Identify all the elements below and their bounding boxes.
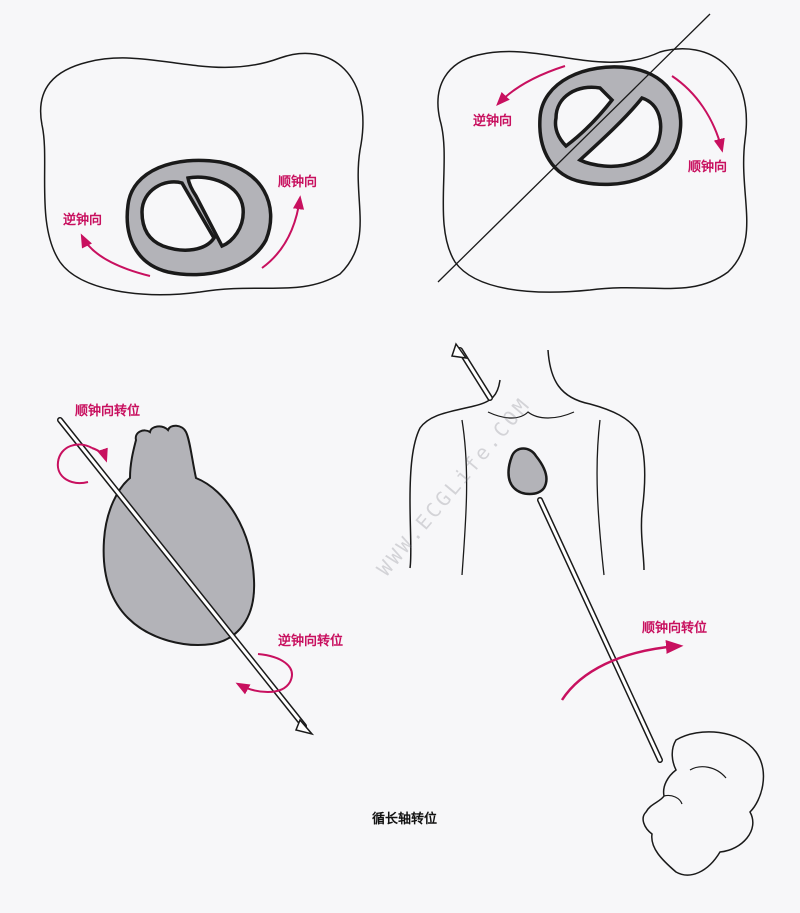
clockwise-rotation-label-heart: 顺钟向转位	[75, 404, 141, 419]
lower-axis-rod	[538, 498, 662, 762]
counterclockwise-rotation-label-heart: 逆钟向转位	[278, 634, 344, 649]
heart-rotation-figure	[56, 417, 315, 736]
figure-caption: 循长轴转位	[372, 812, 438, 827]
long-axis-line	[437, 13, 711, 283]
eye-line	[663, 794, 683, 805]
clockwise-arrow-left	[261, 195, 305, 269]
axis-arrowhead	[294, 718, 315, 736]
rotation-axis-rod-inner	[58, 418, 306, 728]
clockwise-rotation-label-torso: 顺钟向转位	[642, 621, 708, 636]
torso-figure	[409, 342, 765, 876]
small-heart	[507, 447, 548, 496]
chest-cross-section-left	[39, 52, 364, 296]
chest-cross-section-right	[437, 48, 748, 293]
clockwise-label-top-right: 顺钟向	[688, 160, 728, 175]
counterclockwise-arrow-left	[80, 233, 151, 277]
counterclockwise-label-top-right: 逆钟向	[473, 114, 513, 129]
counterclockwise-label-top-left: 逆钟向	[63, 213, 103, 228]
clockwise-rotation-arrow-heart	[56, 443, 93, 484]
left-arm-line	[461, 419, 468, 576]
top-right-panel	[437, 13, 748, 293]
upper-axis-arrowhead	[451, 342, 468, 359]
clavicles	[487, 411, 575, 419]
clockwise-rotation-arrow-torso	[560, 639, 684, 701]
counterclockwise-arrow-right	[496, 65, 566, 107]
heart-ring-right	[538, 65, 683, 187]
counterclockwise-rotation-arrow-heart	[235, 653, 293, 695]
top-left-panel	[39, 52, 364, 296]
right-arm-line	[596, 419, 605, 576]
face-profile	[642, 731, 765, 876]
hair-line	[689, 766, 727, 779]
torso-outline	[409, 379, 501, 569]
clockwise-label-top-left: 顺钟向	[278, 175, 318, 190]
heart-ring-left	[125, 158, 273, 277]
heart-shape	[102, 424, 256, 646]
torso-outline-right	[547, 349, 646, 571]
clockwise-arrow-right	[671, 75, 725, 153]
